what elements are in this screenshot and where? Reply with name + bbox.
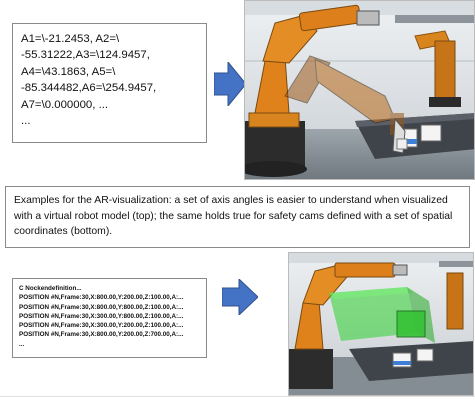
axis-angle-line: A1=\-21.2453, A2=\ <box>21 33 120 45</box>
divider <box>0 396 475 397</box>
axis-angle-line: ... <box>21 115 31 128</box>
code-line: POSITION #N,Frame:30,X:800.00,Y:200.00,Z… <box>19 294 184 302</box>
robot-photo-top <box>244 0 475 180</box>
code-line: POSITION #N,Frame:30,X:300.00,Y:800.00,Z… <box>19 312 184 320</box>
right-arrow-icon <box>214 62 246 106</box>
code-line: C Nockendefinition... <box>19 285 82 292</box>
axis-angles-textbox: A1=\-21.2453, A2=\ -55.31222,A3=\124.945… <box>12 23 207 143</box>
code-line: ... <box>19 340 25 348</box>
axis-angle-line: -85.344482,A6=\254.9457, <box>21 82 157 95</box>
safety-cam-code-textbox: C Nockendefinition... POSITION #N,Frame:… <box>12 278 207 358</box>
axis-angle-line: A7=\0.000000, ... <box>21 98 109 111</box>
figure-caption: Examples for the AR-visualization: a set… <box>5 186 470 248</box>
axis-angle-line: -55.31222,A3=\124.9457, <box>21 49 150 62</box>
code-line: POSITION #N,Frame:30,X:800.00,Y:800.00,Z… <box>19 303 184 311</box>
robot-photo-bottom <box>288 252 474 396</box>
code-line: POSITION #N,Frame:30,X:800.00,Y:200.00,Z… <box>19 331 184 339</box>
right-arrow-icon <box>222 279 258 315</box>
axis-angle-line: A4=\43.1863, A5=\ <box>21 65 116 78</box>
code-line: POSITION #N,Frame:30,X:300.00,Y:200.00,Z… <box>19 322 184 330</box>
